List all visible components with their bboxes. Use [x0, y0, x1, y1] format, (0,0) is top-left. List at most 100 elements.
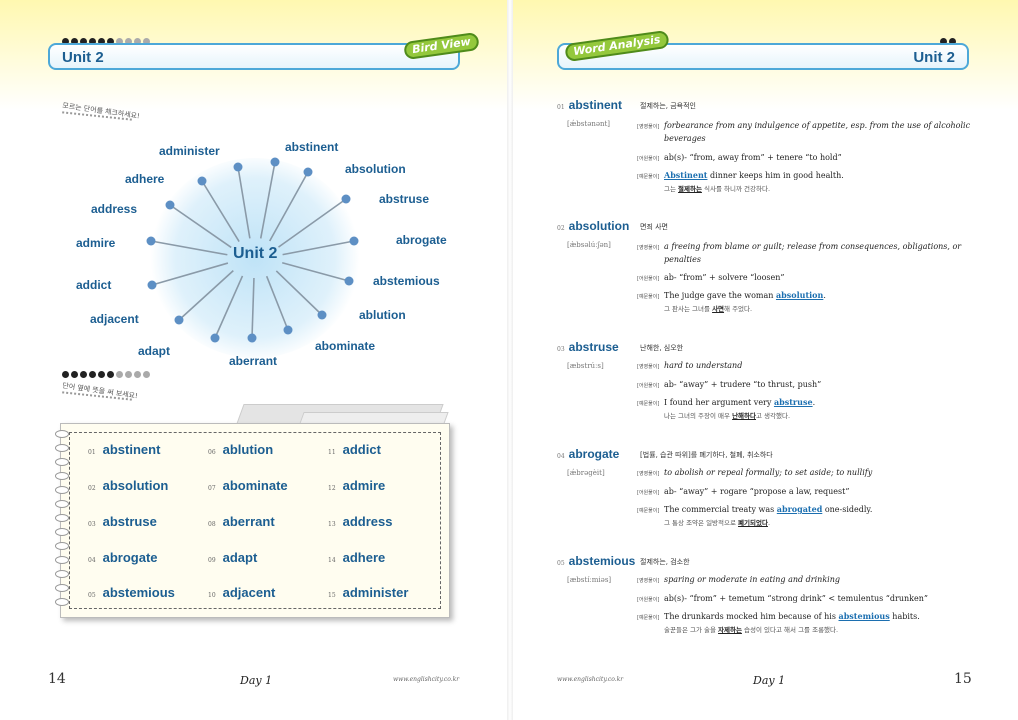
- spiral-ring: [55, 598, 69, 606]
- wheel-spoke: [281, 261, 350, 282]
- spiral-ring: [55, 528, 69, 536]
- wheel-spoke: [275, 270, 323, 316]
- entry-pronunciation: [æbstrúːs]: [567, 362, 604, 370]
- entry-definition: to abolish or repeal formally; to set as…: [664, 468, 873, 477]
- unit-label-right: Unit 2: [913, 49, 955, 66]
- entry-word: abstemious: [568, 554, 636, 568]
- wheel-node: [283, 325, 293, 335]
- spiral-ring: [55, 444, 69, 452]
- wheel-node: [247, 333, 257, 343]
- spiral-ring: [55, 556, 69, 564]
- wheel-word-admire: admire: [76, 236, 116, 250]
- wheel-spoke: [214, 275, 244, 339]
- entry-pronunciation: [æ̀bsəlúːʃən]: [567, 241, 611, 249]
- entry-etymology: ab(s)- “from” + temetum “strong drink” <…: [664, 594, 928, 603]
- entry-definition: a freeing from blame or guilt; release f…: [664, 242, 962, 264]
- entry-example: The commercial treaty was abrogated one-…: [664, 504, 873, 514]
- entry-definition: forbearance from any indulgence of appet…: [664, 121, 971, 143]
- wheel-spoke: [169, 204, 232, 249]
- wheel-node: [317, 310, 327, 320]
- wheel-node: [147, 280, 157, 290]
- entry-example-korean: 나는 그녀의 주장이 매우 난해하다고 생각했다.: [664, 412, 791, 420]
- entry-korean: 절제하는, 금욕적인: [640, 102, 696, 110]
- wheel-node: [146, 236, 156, 246]
- wheel-word-adhere: adhere: [125, 172, 165, 186]
- unit-header-bar-left: Unit 2: [48, 43, 460, 70]
- entry-etymology: ab- “from” + solvere “loosen”: [664, 273, 785, 282]
- spiral-ring: [55, 472, 69, 480]
- entry-korean: 절제하는, 검소한: [640, 558, 690, 566]
- spiral-ring: [55, 500, 69, 508]
- page-number-left: 14: [48, 671, 66, 687]
- wheel-word-aberrant: aberrant: [229, 354, 278, 368]
- entry-korean: 면죄 사면: [640, 223, 668, 231]
- wheel-word-abstemious: abstemious: [373, 274, 440, 288]
- wheel-node: [165, 200, 175, 210]
- wheel-node: [349, 236, 359, 246]
- wheel-node: [174, 315, 184, 325]
- entry-example-korean: 그는 절제하는 식사를 하니까 건강하다.: [664, 185, 771, 193]
- wheel-node: [197, 176, 207, 186]
- book-spine: [507, 0, 513, 720]
- wheel-center-label: Unit 2: [233, 245, 278, 262]
- entry-example-korean: 술꾼들은 그가 술을 자제하는 습성이 있다고 해서 그를 조롱했다.: [664, 626, 839, 634]
- spiral-ring: [55, 514, 69, 522]
- wheel-node: [303, 167, 313, 177]
- wheel-node: [233, 162, 243, 172]
- spiral-ring: [55, 584, 69, 592]
- entry-etymology: ab- “away” + rogare “propose a law, requ…: [664, 487, 850, 496]
- wheel-word-abstruse: abstruse: [379, 192, 430, 206]
- wheel-spoke: [265, 275, 289, 331]
- wheel-center-glow: [150, 158, 360, 358]
- entry-definition: hard to understand: [664, 361, 743, 370]
- wheel-node: [270, 157, 280, 167]
- wheel-spoke: [259, 161, 276, 239]
- url-left: www.englishcity.co.kr: [393, 676, 460, 683]
- wheel-word-addict: addict: [76, 278, 112, 292]
- entry-example-korean: 그 판사는 그녀를 사면해 주었다.: [664, 305, 753, 313]
- entry-word: absolution: [568, 219, 630, 233]
- spiral-ring: [55, 542, 69, 550]
- wheel-word-adjacent: adjacent: [90, 312, 139, 326]
- spiral-ring: [55, 486, 69, 494]
- wheel-word-administer: administer: [159, 144, 220, 158]
- unit-label-left: Unit 2: [62, 49, 104, 66]
- spiral-ring: [55, 570, 69, 578]
- day-label-left: Day 1: [240, 674, 273, 687]
- entry-etymology: ab(s)- “from, away from” + tenere “to ho…: [664, 153, 842, 162]
- page-number-right: 15: [954, 671, 972, 687]
- entry-example-korean: 그 통상 조약은 일방적으로 폐기되었다.: [664, 519, 771, 527]
- wheel-word-abominate: abominate: [315, 339, 376, 353]
- entry-example: Abstinent dinner keeps him in good healt…: [664, 170, 844, 180]
- entry-example: I found her argument very abstruse.: [664, 397, 816, 407]
- wheel-spoke: [178, 270, 234, 321]
- notebook-dashed-border: [69, 432, 441, 609]
- entry-example: The judge gave the woman absolution.: [664, 290, 826, 300]
- entry-example: The drunkards mocked him because of his …: [664, 611, 920, 621]
- entry-korean: [법률, 습관 따위]를 폐기하다, 철폐, 취소하다: [640, 451, 773, 459]
- spiral-ring: [55, 458, 69, 466]
- day-label-right: Day 1: [753, 674, 786, 687]
- wheel-word-address: address: [91, 202, 138, 216]
- wheel-spoke: [268, 171, 309, 242]
- entry-pronunciation: [æbstíːmiəs]: [567, 576, 612, 584]
- progress-dots-left: [62, 38, 150, 45]
- wheel-node: [210, 333, 220, 343]
- wheel-word-abrogate: abrogate: [396, 233, 447, 247]
- wheel-word-abstinent: abstinent: [285, 140, 339, 154]
- wheel-word-absolution: absolution: [345, 162, 406, 176]
- progress-dots-right: [940, 38, 956, 45]
- entry-word: abstruse: [568, 340, 619, 354]
